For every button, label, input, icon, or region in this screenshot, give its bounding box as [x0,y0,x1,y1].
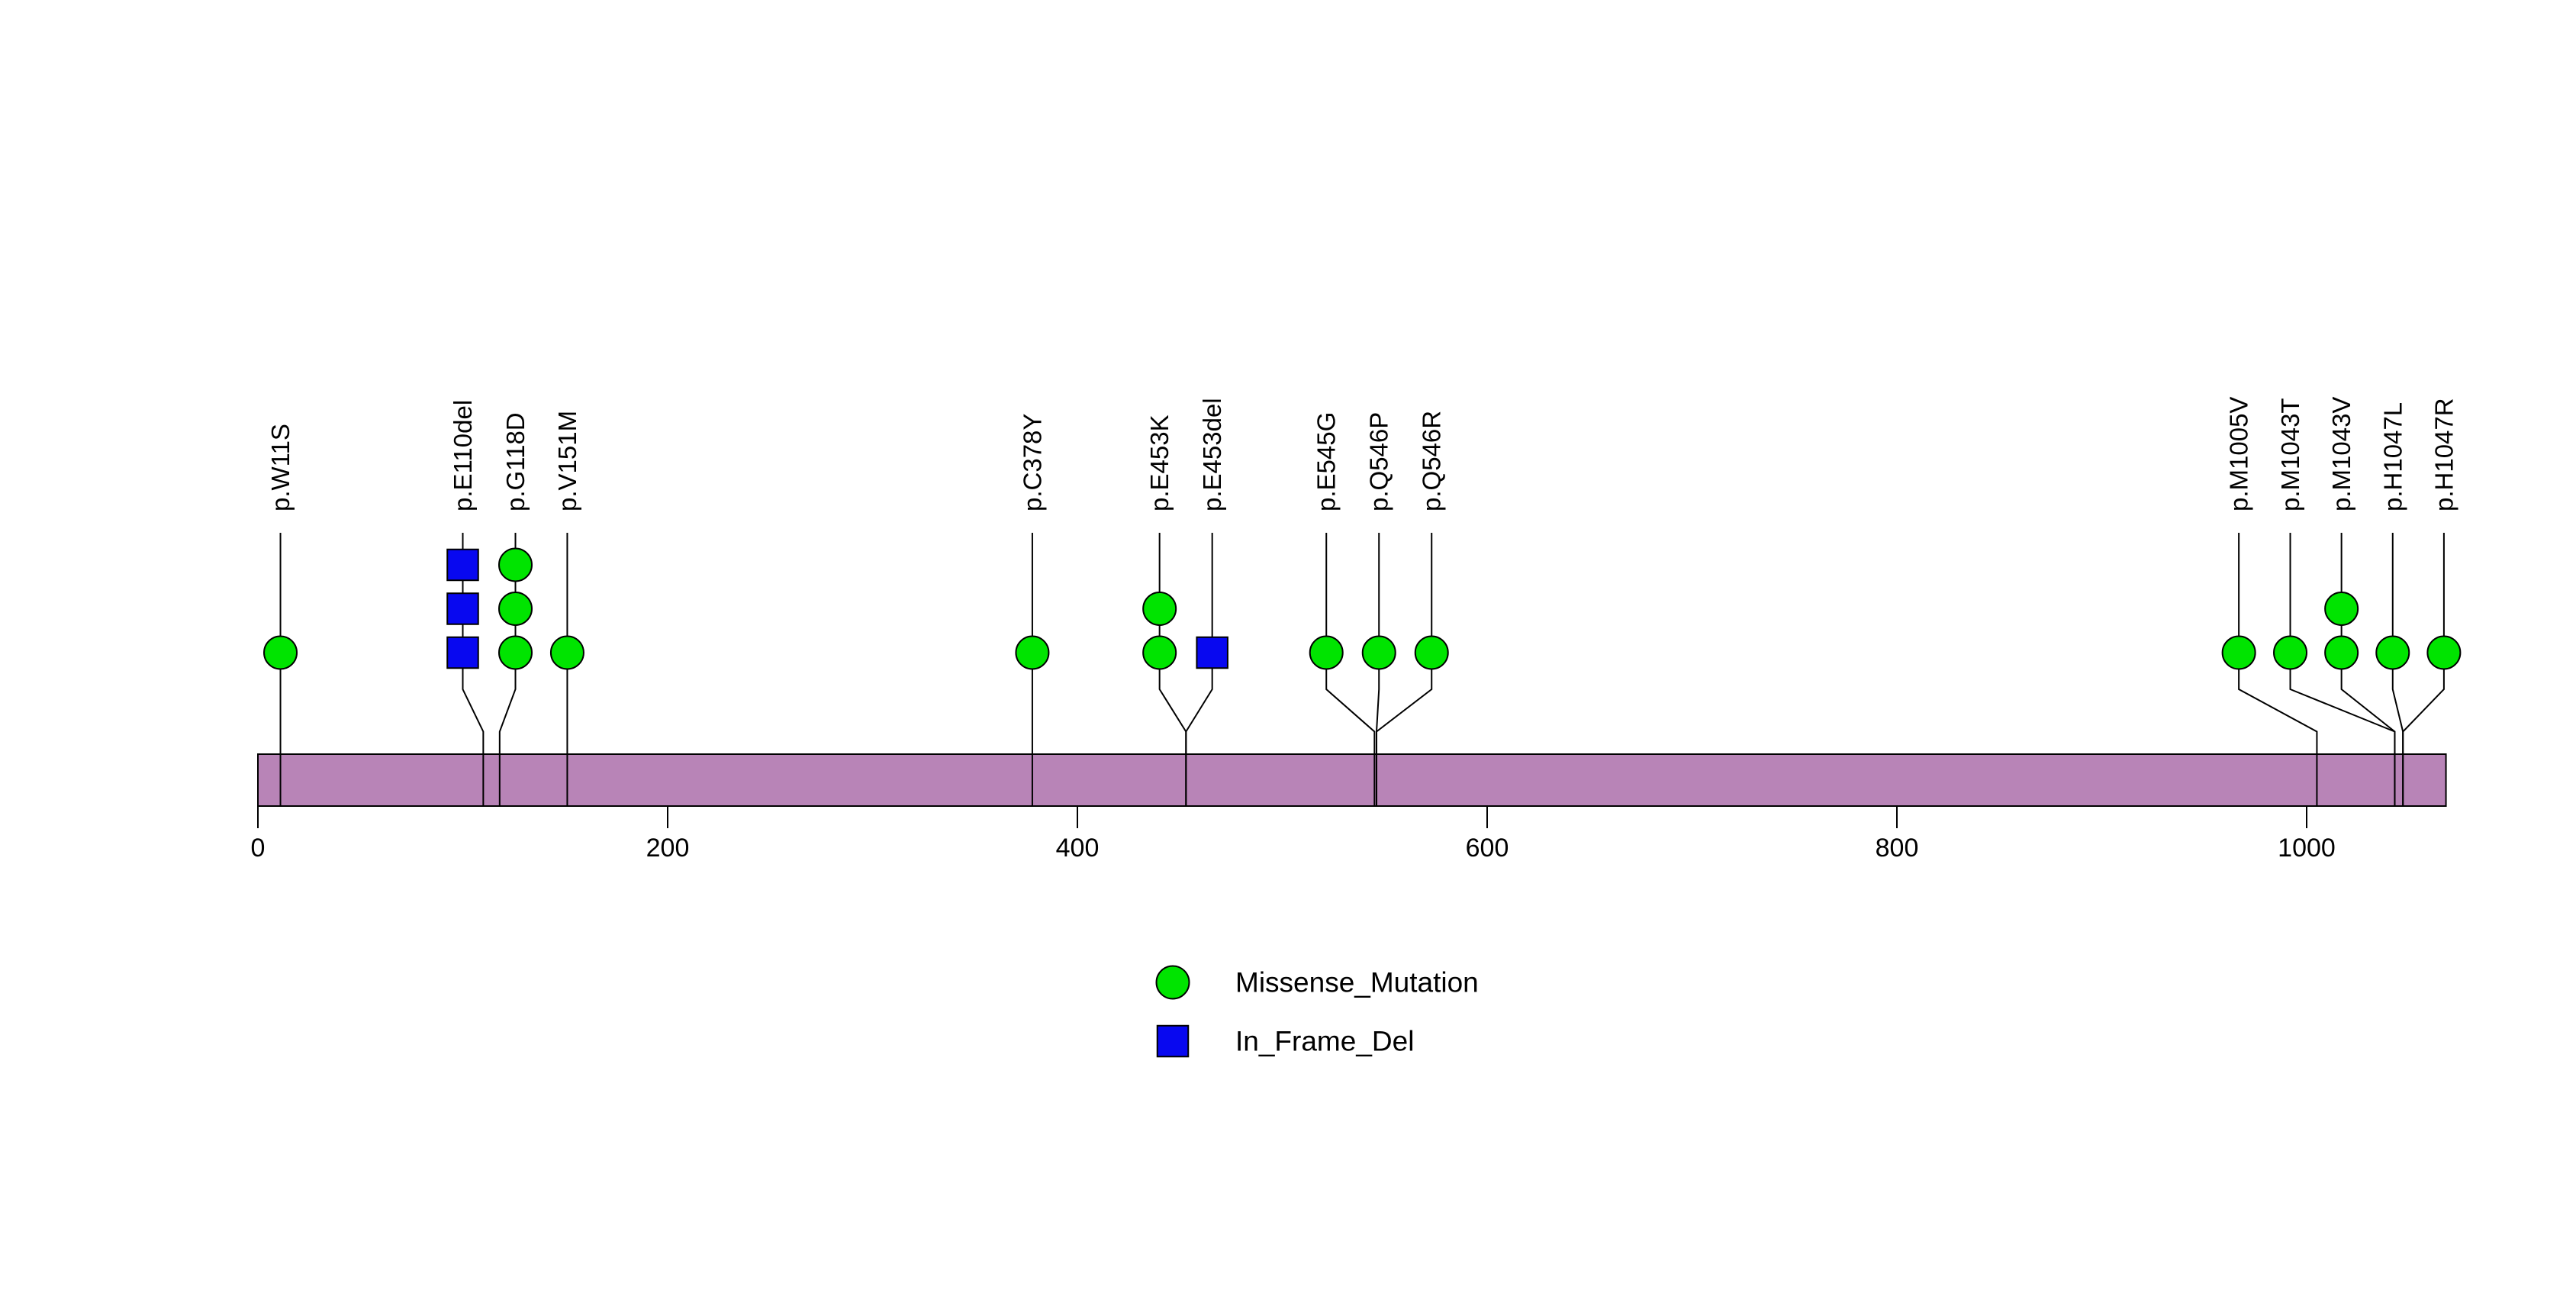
lollipop-p-v151m: p.V151M [549,411,584,806]
legend-item-in-frame-del: In_Frame_Del [1156,1024,1414,1058]
missense-mutation-marker [2273,635,2308,670]
legend-item-missense-mutation: Missense_Mutation [1155,965,1479,1000]
lollipop-p-q546p: p.Q546P [1361,412,1396,806]
legend-label: Missense_Mutation [1235,967,1479,998]
missense-mutation-marker [498,547,533,582]
lollipop-p-w11s: p.W11S [263,424,298,806]
lollipop-p-m1043t: p.M1043T [2273,398,2396,806]
missense-mutation-marker [498,635,533,670]
axis-tick-label: 0 [251,834,266,863]
mutation-label: p.E453K [1145,414,1174,511]
missense-mutation-marker [1142,635,1177,670]
lollipop-p-g118d: p.G118D [498,412,533,806]
mutation-label: p.M1043V [2327,397,2355,511]
missense-mutation-marker [2324,635,2359,670]
missense-mutation-marker [549,635,584,670]
in-frame-del-marker [1196,636,1228,669]
mutation-label: p.M1005V [2225,397,2253,511]
lollipop-p-e453k: p.E453K [1142,414,1187,806]
in-frame-del-marker [446,592,479,625]
missense-mutation-marker [1015,635,1050,670]
mutation-label: p.E545G [1312,412,1341,511]
lollipop-p-c378y: p.C378Y [1015,414,1050,806]
lollipop-stem [1185,533,1213,806]
axis-tick-label: 600 [1466,834,1509,863]
missense-mutation-marker [1309,635,1344,670]
mutation-label: p.H1047L [2378,402,2407,511]
mutation-label: p.M1043T [2276,398,2304,511]
mutation-label: p.V151M [553,411,581,511]
missense-mutation-marker [2375,635,2410,670]
x-axis: 0 200 400 600 800 1000 [251,806,2336,863]
missense-mutation-marker [498,592,533,626]
lollipop-p-e453del: p.E453del [1185,398,1228,806]
legend-label: In_Frame_Del [1235,1026,1414,1057]
axis-tick-label: 800 [1876,834,1919,863]
mutation-label: p.E453del [1198,398,1226,511]
in-frame-del-marker [446,548,479,582]
in-frame-del-marker [446,636,479,669]
mutation-label: p.E110del [449,400,477,511]
gene-body-bar [257,753,2447,807]
missense-mutation-marker [2426,635,2462,670]
mutation-label: p.Q546R [1418,411,1446,511]
legend-marker [1156,1024,1190,1058]
axis-tick-label: 1000 [2278,834,2336,863]
missense-mutation-marker [263,635,298,670]
missense-mutation-marker [2324,592,2359,626]
lollipop-stem [1376,533,1433,806]
lollipop-p-h1047l: p.H1047L [2375,402,2410,806]
missense-mutation-marker [1361,635,1396,670]
lollipop-p-h1047r: p.H1047R [2402,398,2462,806]
mutation-label: p.H1047R [2429,398,2458,511]
mutation-label: p.Q546P [1365,412,1393,511]
lollipop-stem [2238,533,2318,806]
lollipop-p-q546r: p.Q546R [1376,411,1449,806]
missense-mutation-marker [1414,635,1449,670]
lollipop-p-m1005v: p.M1005V [2221,397,2318,806]
axis-tick-label: 400 [1056,834,1100,863]
lollipop-stem [2402,533,2445,806]
missense-mutation-marker [2221,635,2256,670]
axis-tick-label: 200 [646,834,690,863]
lollipop-p-m1043v: p.M1043V [2324,397,2396,806]
lollipop-p-e545g: p.E545G [1309,412,1376,806]
missense-mutation-marker [1142,592,1177,626]
mutation-label: p.W11S [266,424,295,511]
legend-marker [1155,965,1190,1000]
lollipop-stem [1325,533,1376,806]
lollipop-p-e110del: p.E110del [446,400,485,806]
mutation-label: p.C378Y [1018,414,1046,511]
mutation-label: p.G118D [501,412,530,511]
